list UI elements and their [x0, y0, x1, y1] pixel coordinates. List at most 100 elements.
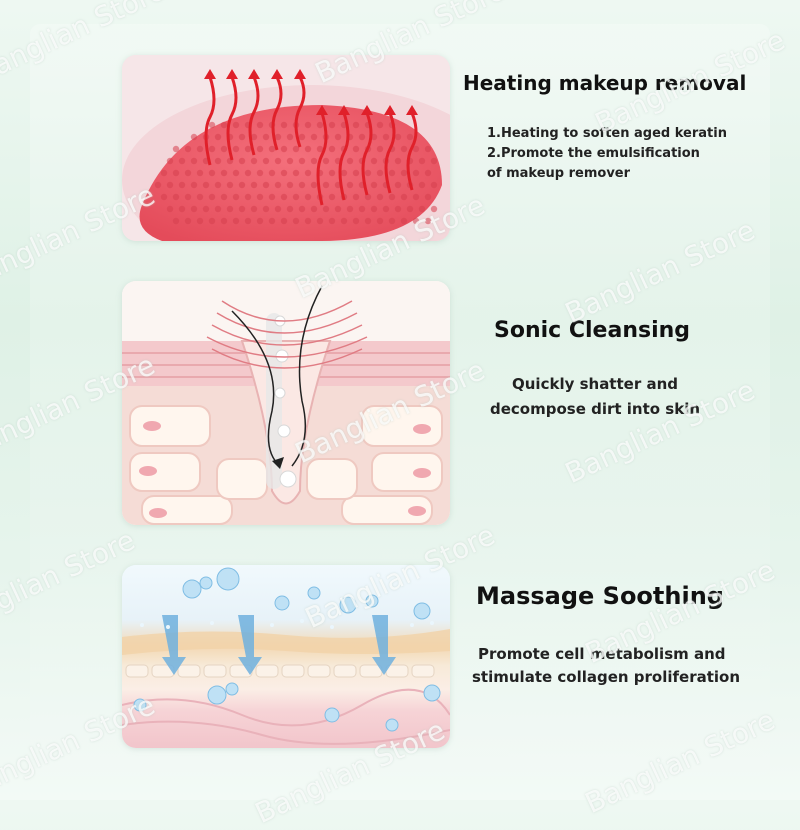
- bristle: [328, 145, 336, 153]
- heat-arrow-head: [338, 105, 350, 115]
- bristle: [424, 193, 432, 201]
- bristle: [256, 145, 264, 153]
- bristle: [232, 145, 240, 153]
- bristle: [190, 181, 198, 189]
- bristle: [334, 205, 342, 213]
- bristle: [352, 169, 360, 177]
- sonic-illustration: [122, 281, 450, 525]
- massage-line-2: stimulate collagen proliferation: [472, 668, 741, 686]
- bristle: [334, 133, 342, 141]
- bristle: [244, 217, 252, 225]
- bristle: [190, 133, 198, 141]
- bristle: [388, 217, 396, 225]
- bristle: [244, 169, 252, 177]
- bristle: [352, 121, 360, 129]
- bristle: [178, 181, 186, 189]
- bristle: [400, 217, 408, 225]
- heat-arrow-head: [361, 105, 373, 115]
- bristle: [220, 217, 228, 225]
- bristle: [202, 205, 210, 213]
- bristle: [256, 169, 264, 177]
- bristle: [310, 133, 318, 141]
- bristle: [262, 181, 270, 189]
- bristle: [274, 205, 282, 213]
- bristle: [304, 193, 312, 201]
- bristle: [400, 145, 408, 153]
- bristle: [250, 133, 258, 141]
- bristle: [280, 217, 288, 225]
- collagen-fibers: [122, 688, 450, 745]
- bristle: [214, 133, 222, 141]
- bristle: [256, 121, 264, 129]
- bristle: [382, 205, 390, 213]
- heat-arrow-line: [226, 76, 238, 161]
- bristle: [424, 217, 432, 225]
- bristle: [274, 133, 282, 141]
- bristle: [382, 133, 390, 141]
- heat-arrow-line: [204, 76, 216, 166]
- brush-head: [139, 105, 442, 241]
- bristle: [328, 121, 336, 129]
- bristle: [406, 205, 414, 213]
- bristle: [220, 169, 228, 177]
- bristle: [244, 145, 252, 153]
- bristle: [250, 157, 258, 165]
- bristle: [196, 169, 204, 177]
- bristle: [316, 121, 324, 129]
- heating-illustration: [122, 55, 450, 241]
- heat-arrow-head: [316, 105, 328, 115]
- bristle: [178, 157, 186, 165]
- bristle: [262, 133, 270, 141]
- bristle: [430, 181, 438, 189]
- bristle: [328, 169, 336, 177]
- bristle: [310, 157, 318, 165]
- bristle: [220, 121, 228, 129]
- bristle: [214, 181, 222, 189]
- bristle: [364, 193, 372, 201]
- foam-dots: [140, 619, 434, 629]
- heat-arrow-line: [248, 76, 260, 156]
- heat-arrow-head: [384, 105, 396, 115]
- cell-row: [125, 664, 435, 678]
- heat-arrow-line: [361, 112, 373, 196]
- bristle: [166, 205, 174, 213]
- sonic-title: Sonic Cleansing: [494, 318, 691, 343]
- bristle: [286, 205, 294, 213]
- bristle: [268, 217, 276, 225]
- heat-arrow-line: [316, 112, 328, 206]
- massage-line-1: Promote cell metabolism and: [478, 645, 726, 663]
- bristle: [220, 193, 228, 201]
- heating-title: Heating makeup removal: [463, 71, 747, 95]
- bristle: [316, 217, 324, 225]
- skin-cells: [129, 405, 443, 525]
- brush-heating-svg: [122, 55, 450, 241]
- bristle: [250, 205, 258, 213]
- bristle: [262, 157, 270, 165]
- pore: [240, 340, 332, 505]
- bristle: [286, 133, 294, 141]
- bristle: [238, 181, 246, 189]
- bristle: [298, 133, 306, 141]
- bristle: [388, 169, 396, 177]
- bristle: [184, 217, 192, 225]
- heat-arrow-line: [384, 112, 396, 194]
- bristle: [202, 181, 210, 189]
- bristle: [292, 193, 300, 201]
- bristle: [166, 157, 174, 165]
- bristle: [274, 157, 282, 165]
- bristle: [418, 205, 426, 213]
- sonic-waves: [206, 300, 368, 369]
- heat-arrow-head: [271, 69, 283, 79]
- massage-title: Massage Soothing: [476, 582, 724, 610]
- bristle: [256, 193, 264, 201]
- skin-hydration-svg: [122, 565, 450, 748]
- down-arrows: [162, 615, 396, 675]
- bristle: [412, 193, 420, 201]
- bristle: [286, 157, 294, 165]
- bristle: [190, 205, 198, 213]
- heat-arrow-head: [226, 69, 238, 79]
- bristle: [352, 145, 360, 153]
- bristle: [172, 145, 180, 153]
- bristle: [232, 169, 240, 177]
- bristle: [274, 181, 282, 189]
